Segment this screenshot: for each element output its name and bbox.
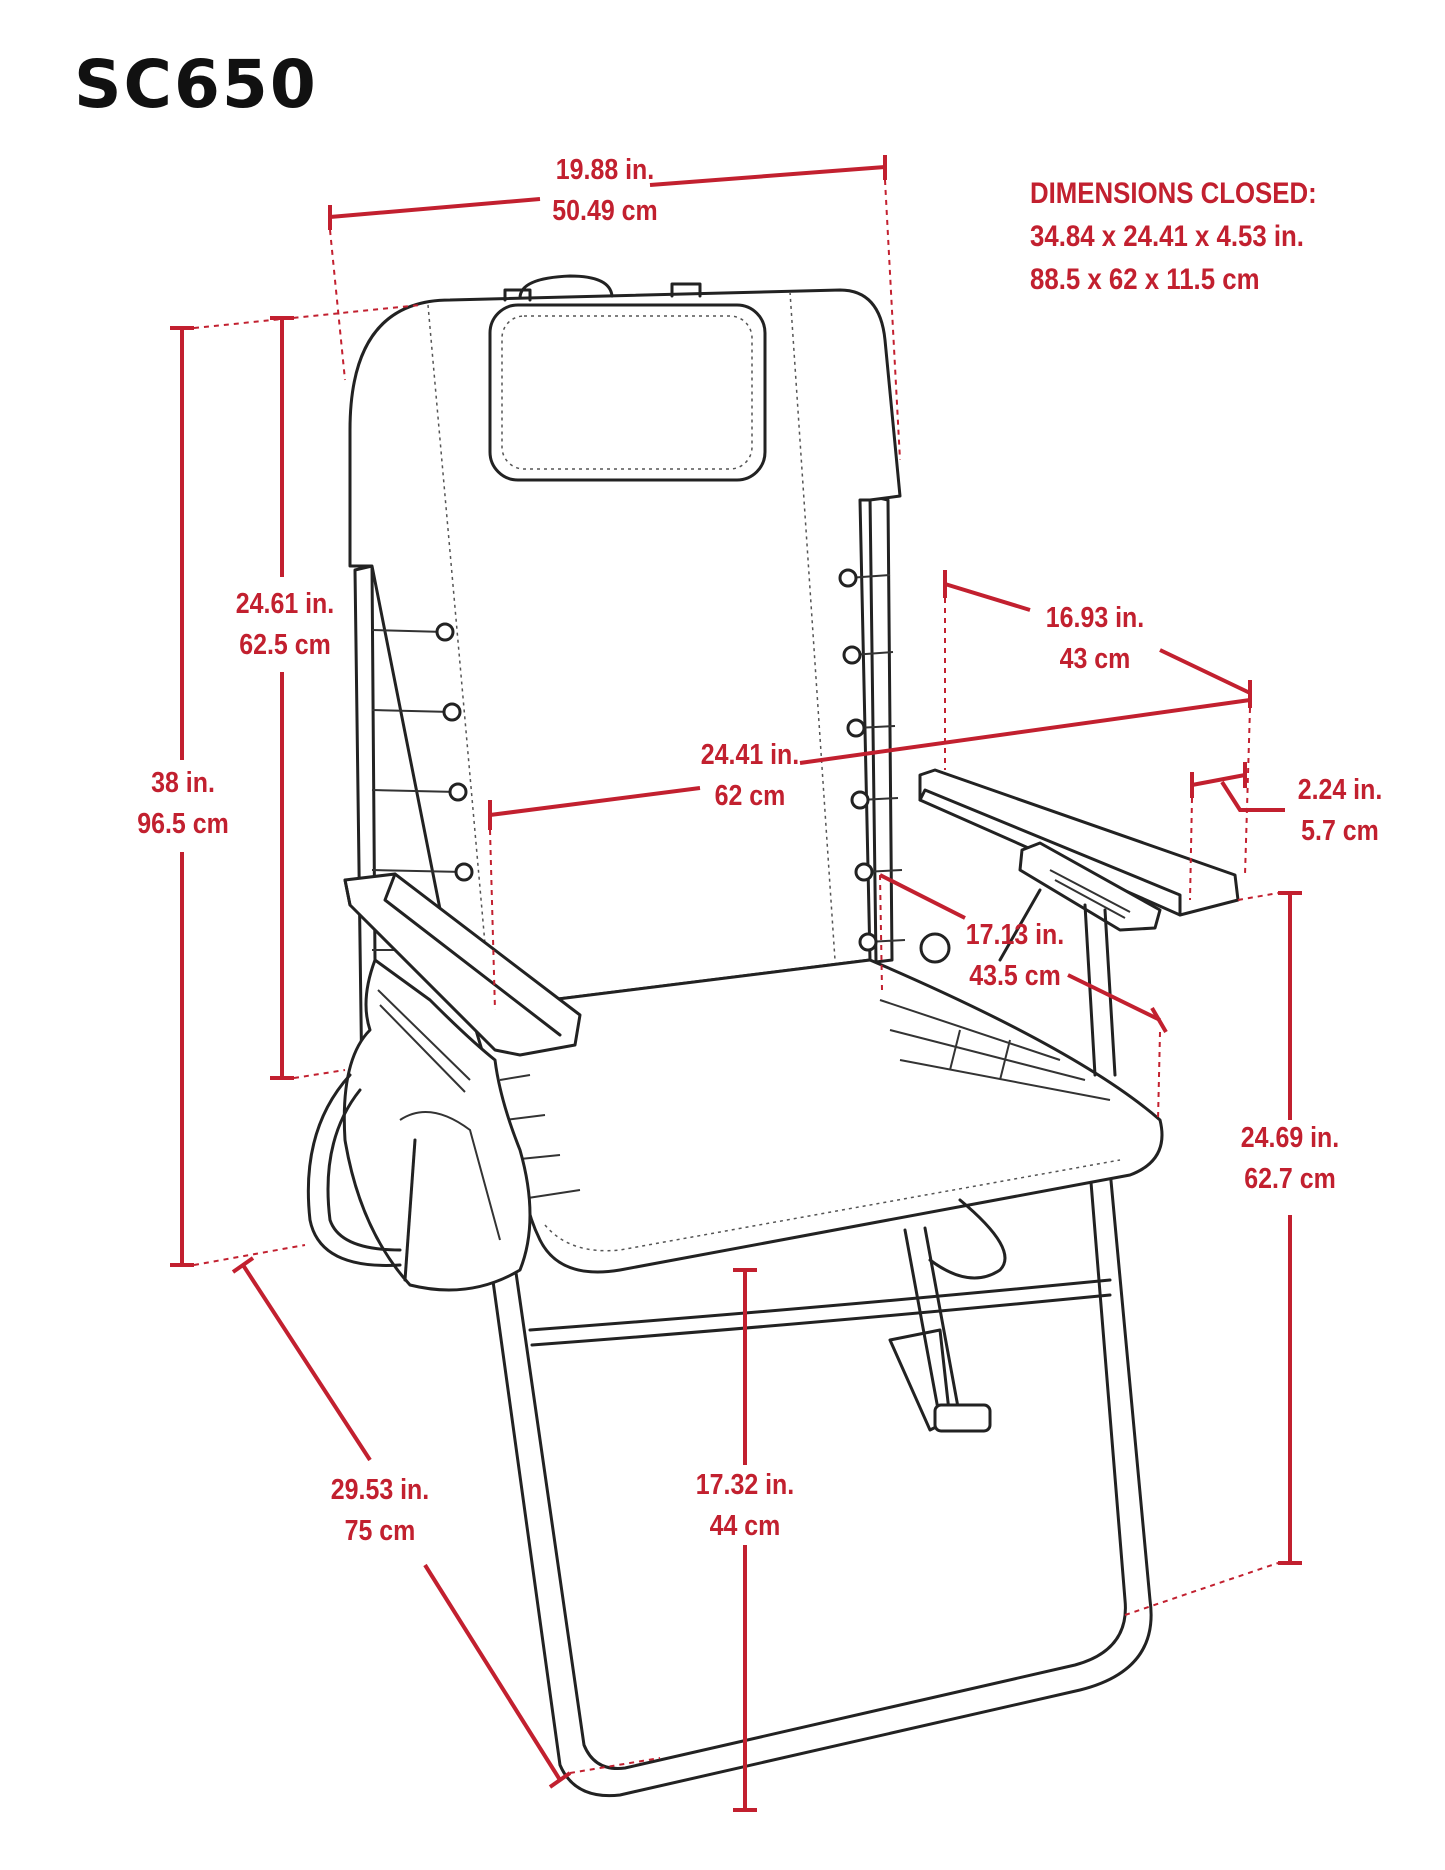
seat-lacing-left — [499, 1074, 581, 1201]
label-total-height: 38 in. 96.5 cm — [137, 767, 229, 840]
label-arm-length: 16.93 in. 43 cm — [1045, 602, 1145, 675]
cooler-pouch-pocket — [399, 1111, 501, 1241]
right-arm-brace — [998, 888, 1042, 962]
cup-holder-slots — [1049, 869, 1131, 919]
backrest-lacing-right — [838, 568, 906, 952]
dim-arm-width — [1191, 773, 1246, 787]
dim-arm-length-right — [1159, 648, 1251, 695]
headrest-pillow — [488, 303, 767, 482]
under-seat-bag — [928, 1198, 1007, 1280]
recline-knob — [919, 932, 951, 964]
label-arm-height: 24.69 in. 62.7 cm — [1240, 1122, 1340, 1195]
dim-depth-bottom — [423, 1563, 562, 1782]
backrest-top-handle — [518, 274, 614, 300]
backrest — [348, 288, 902, 1012]
dim-inner-width-right — [799, 698, 1251, 765]
left-armrest-top — [343, 872, 562, 1037]
label-back-height: 24.61 in. 62.5 cm — [235, 588, 335, 661]
cooler-pouch-zip — [377, 989, 471, 1093]
backpack-strap-left — [306, 1073, 402, 1267]
right-arm-support — [1083, 903, 1117, 1077]
dimensions-closed-heading: DIMENSIONS CLOSED: — [1030, 177, 1317, 210]
dimensions-closed-imperial: 34.84 x 24.41 x 4.53 in. — [1030, 220, 1304, 253]
right-armrest-edge — [918, 788, 1182, 917]
front-leg-frame-inner — [510, 1168, 1127, 1771]
chair-illustration — [306, 274, 1240, 1798]
dim-depth-top — [241, 1263, 372, 1462]
label-seat-height: 17.32 in. 44 cm — [695, 1469, 795, 1542]
cooler-pouch — [342, 958, 532, 1292]
front-leg-frame-outer — [486, 1168, 1153, 1798]
dimension-lines — [170, 155, 1302, 1812]
backrest-top-clips — [503, 282, 702, 302]
model-title: SC650 — [74, 46, 318, 123]
label-depth: 29.53 in. 75 cm — [330, 1474, 430, 1547]
dim-inner-width-left — [489, 786, 701, 817]
headrest-pillow-stitch — [501, 315, 753, 470]
dim-arm-width-leader — [1220, 780, 1285, 812]
dim-seat-depth-right — [1067, 973, 1161, 1022]
dim-top-width-right — [649, 165, 886, 187]
label-inner-width: 24.41 in. 62 cm — [700, 739, 800, 812]
label-arm-width: 2.24 in. 5.7 cm — [1297, 774, 1383, 847]
left-armrest — [343, 872, 582, 1057]
dim-top-width-left — [329, 197, 541, 219]
dimensions-closed: DIMENSIONS CLOSED: 34.84 x 24.41 x 4.53 … — [1030, 172, 1317, 301]
rear-frame-right — [868, 494, 894, 964]
seat-lacing-right — [879, 999, 1111, 1101]
crossbar — [528, 1278, 1112, 1332]
dim-arm-length-left — [944, 582, 1031, 612]
seat — [468, 958, 1164, 1274]
buckle — [933, 1403, 992, 1433]
backrest-stitch-left — [427, 304, 491, 1001]
backpack-strap-left-inner — [326, 1088, 402, 1252]
crossbar-lower — [530, 1293, 1112, 1347]
dimensions-closed-metric: 88.5 x 62 x 11.5 cm — [1030, 263, 1260, 296]
dim-seat-depth-left — [879, 873, 966, 920]
label-top-width: 19.88 in. 50.49 cm — [552, 154, 658, 227]
label-seat-depth: 17.13 in. 43.5 cm — [965, 919, 1065, 992]
seat-stitch — [544, 1159, 1121, 1252]
cooler-drawcord — [403, 1138, 417, 1282]
